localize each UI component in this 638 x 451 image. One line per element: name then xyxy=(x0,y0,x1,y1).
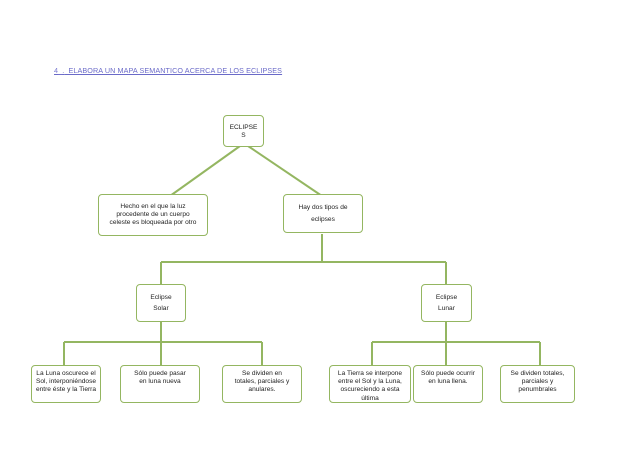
node-definition: Hecho en el que la luz procedente de un … xyxy=(98,194,208,236)
node-solar-line-2: Solar xyxy=(153,305,169,312)
node-solar: Eclipse Solar xyxy=(136,284,186,322)
node-lunar-1-line-2: entre el Sol y la Luna, xyxy=(338,378,402,386)
connector-root-right xyxy=(247,145,323,197)
node-solar-3: Se dividen en totales, parciales y anula… xyxy=(222,365,302,403)
connector-root-left xyxy=(169,145,241,197)
node-types-line-2: eclipses xyxy=(311,215,335,223)
node-lunar-3-line-2: parciales y xyxy=(521,378,554,386)
node-solar-2-line-1: Sólo puede pasar xyxy=(134,370,186,377)
node-lunar-3: Se dividen totales, parciales y penumbra… xyxy=(500,365,575,403)
node-lunar-3-line-1: Se dividen totales, xyxy=(510,370,565,377)
page-heading: 4_. ELABORA UN MAPA SEMANTICO ACERCA DE … xyxy=(54,66,282,75)
node-lunar-line-1: Eclipse xyxy=(435,294,458,301)
node-lunar-line-2: Lunar xyxy=(438,305,455,312)
node-definition-line-3: celeste es bloqueada por otro xyxy=(109,219,197,227)
node-lunar-1: La Tierra se interpone entre el Sol y la… xyxy=(329,365,411,403)
node-solar-2-line-2: en luna nueva xyxy=(139,378,181,386)
node-solar-1-line-3: entre éste y la Tierra xyxy=(35,386,97,394)
node-root-line-2: S xyxy=(241,132,246,140)
node-lunar-2-line-1: Sólo puede ocurrir xyxy=(421,370,475,377)
node-lunar: Eclipse Lunar xyxy=(421,284,472,322)
heading-text: ELABORA UN MAPA SEMANTICO ACERCA DE LOS … xyxy=(68,66,283,75)
node-lunar-2: Sólo puede ocurrir en luna llena. xyxy=(413,365,483,403)
heading-number: 4_. xyxy=(54,66,65,75)
node-lunar-2-line-2: en luna llena. xyxy=(428,378,468,386)
node-solar-1-line-2: Sol, interponiéndose xyxy=(35,378,97,386)
node-definition-line-1: Hecho en el que la luz xyxy=(120,202,186,210)
node-solar-3-line-2: totales, parciales y xyxy=(234,378,290,386)
node-definition-line-2: procedente de un cuerpo xyxy=(116,210,190,218)
node-root: ECLIPSE S xyxy=(223,115,264,147)
node-root-line-1: ECLIPSE xyxy=(229,124,258,131)
node-solar-1-line-1: La Luna oscurece el xyxy=(36,370,96,377)
node-lunar-1-line-1: La Tierra se interpone xyxy=(337,370,403,377)
node-solar-3-line-3: anulares. xyxy=(248,386,276,394)
node-solar-1: La Luna oscurece el Sol, interponiéndose… xyxy=(31,365,101,403)
node-solar-3-line-1: Se dividen en xyxy=(242,370,282,377)
node-solar-line-1: Eclipse xyxy=(150,294,172,301)
node-lunar-1-line-4: última xyxy=(361,394,379,402)
node-types-line-1: Hay dos tipos de xyxy=(298,203,348,211)
node-types: Hay dos tipos de eclipses xyxy=(283,194,363,233)
node-lunar-1-line-3: oscureciendo a esta xyxy=(340,386,400,394)
node-solar-2: Sólo puede pasar en luna nueva xyxy=(120,365,200,403)
node-lunar-3-line-3: penumbrales xyxy=(518,386,557,394)
